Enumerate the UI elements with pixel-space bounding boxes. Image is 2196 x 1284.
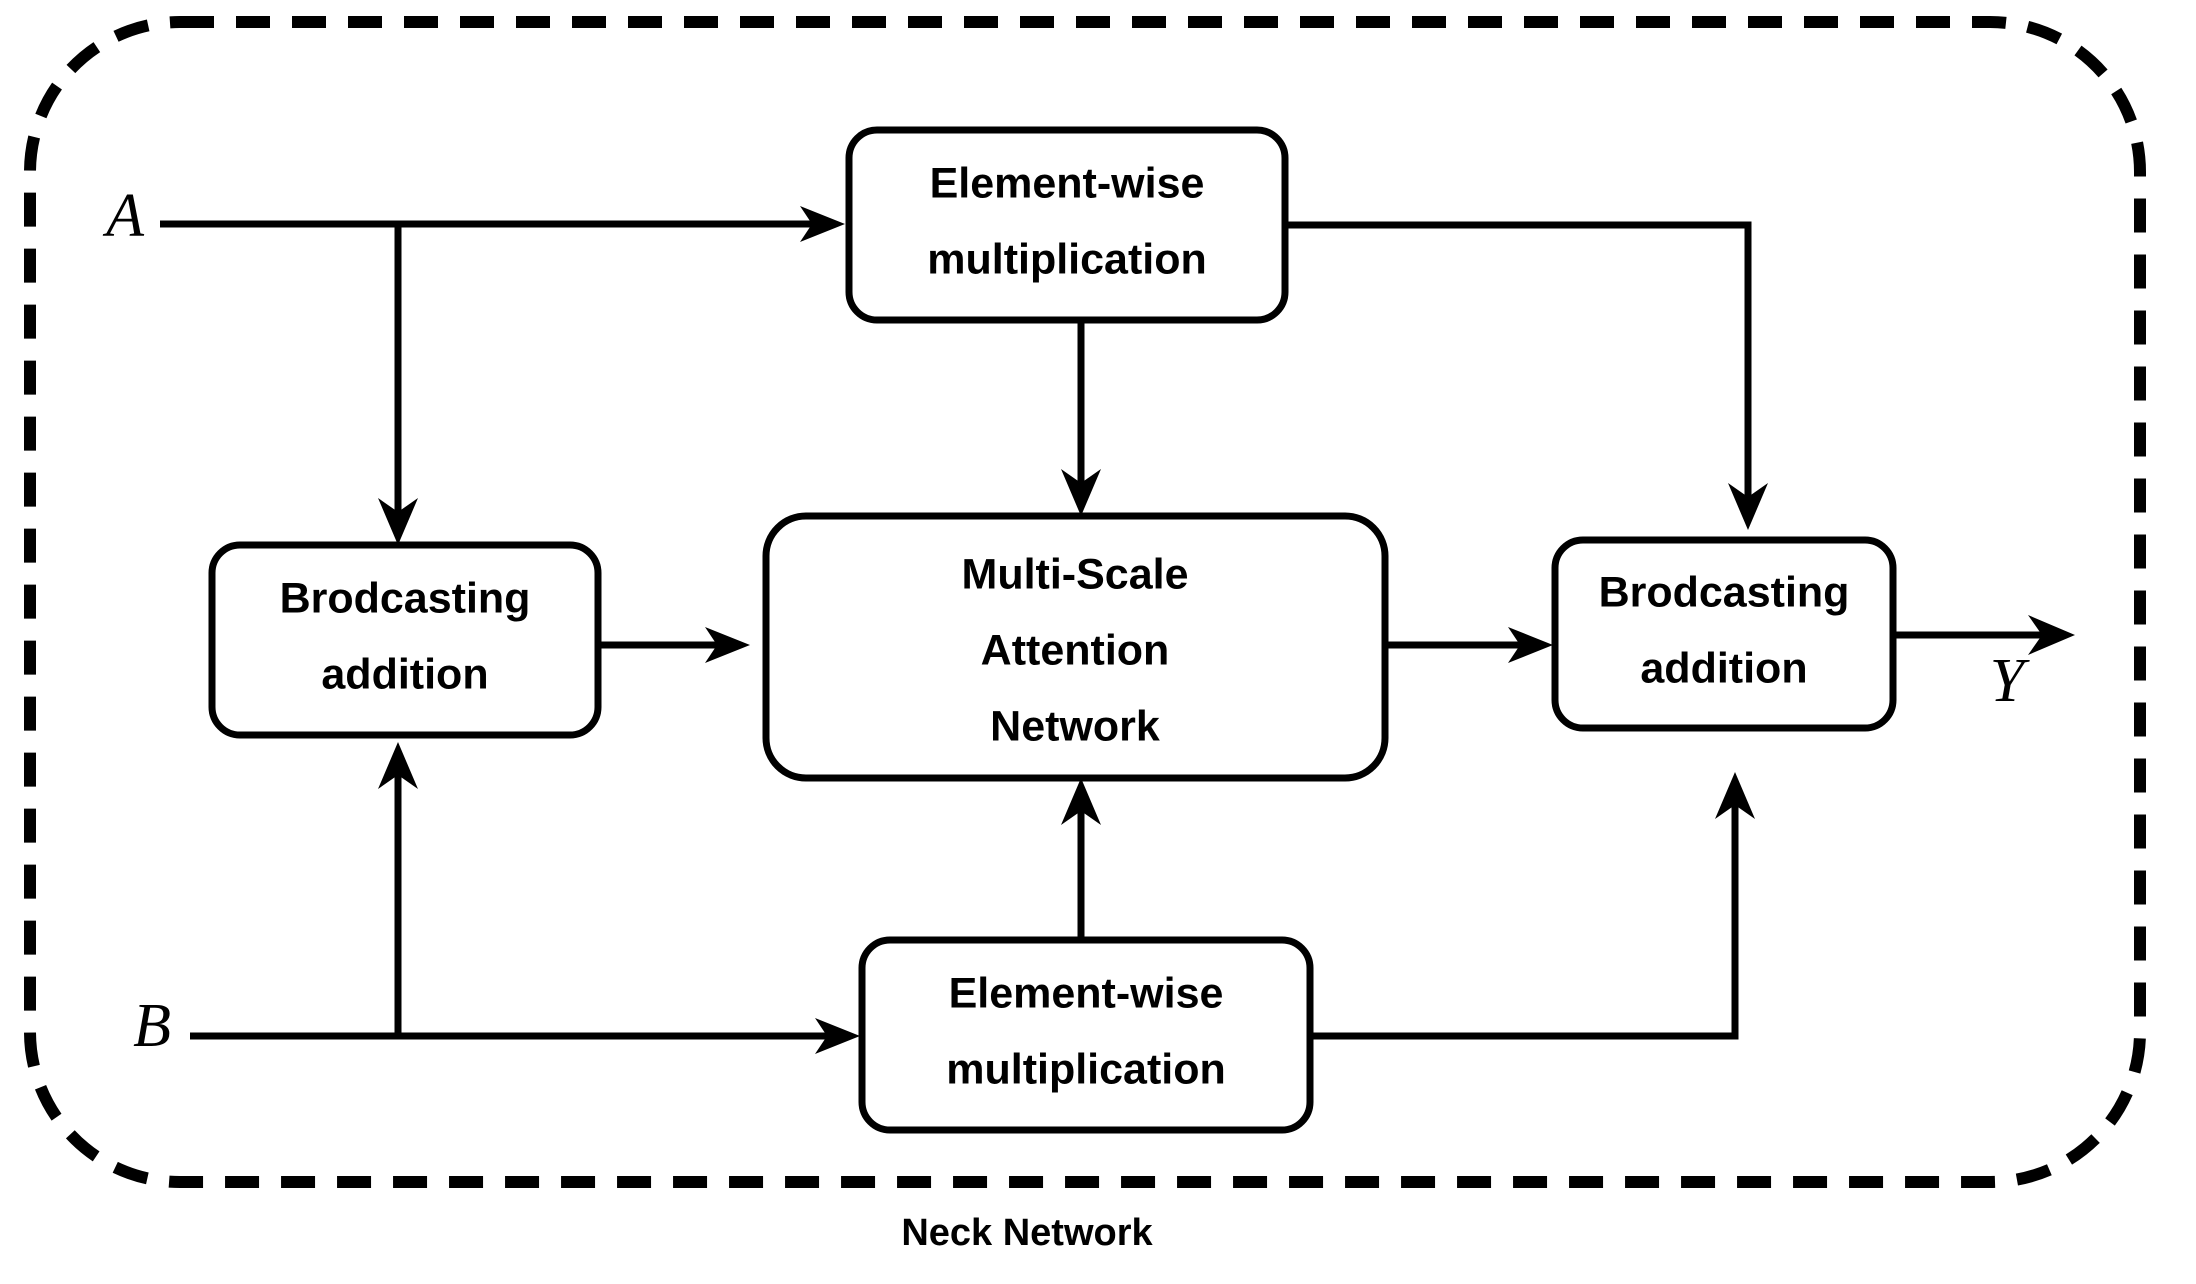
broadcast-add-left-label-line2: addition (321, 650, 488, 698)
node-elemwise-mult-top[interactable]: Element-wise multiplication (845, 126, 1289, 324)
node-broadcast-add-left[interactable]: Brodcasting addition (208, 541, 602, 739)
neck-network-boundary (24, 16, 2146, 1188)
msan-box[interactable] (762, 512, 1389, 782)
edge-b-to-broadcast-add-left (378, 742, 418, 1034)
edge-elemwise-mult-bottom-to-broadcast-add-right (1310, 772, 1755, 1040)
elemwise-mult-top-label-line2: multiplication (927, 235, 1207, 283)
broadcast-add-right-label-line1: Brodcasting (1599, 568, 1850, 616)
broadcast-add-left-box[interactable] (208, 541, 602, 739)
msan-label-line3: Network (990, 702, 1160, 750)
elemwise-mult-top-label-line1: Element-wise (930, 159, 1205, 207)
edge-msan-to-broadcast-add-right (1385, 627, 1553, 663)
elemwise-mult-top-box[interactable] (845, 126, 1289, 324)
broadcast-add-right-box[interactable] (1551, 536, 1897, 732)
msan-label-line1: Multi-Scale (962, 550, 1189, 598)
diagram-caption: Neck Network (901, 1212, 1153, 1254)
input-label-a: A (102, 182, 145, 250)
edge-b-to-elemwise-mult-bottom (190, 1018, 860, 1054)
output-label-y: Y (1990, 647, 2030, 715)
edge-elemwise-mult-bottom-to-msan (1061, 778, 1101, 940)
edge-broadcast-add-left-to-msan (598, 627, 750, 663)
broadcast-add-right-label-line2: addition (1640, 644, 1807, 692)
node-elemwise-mult-bottom[interactable]: Element-wise multiplication (858, 936, 1314, 1134)
edge-broadcast-add-right-to-output (1893, 615, 2075, 655)
elemwise-mult-bottom-box[interactable] (858, 936, 1314, 1134)
msan-label-line2: Attention (981, 626, 1170, 674)
edge-a-to-elemwise-mult-top (160, 206, 845, 242)
elemwise-mult-bottom-label-line1: Element-wise (949, 969, 1224, 1017)
node-msan[interactable]: Multi-Scale Attention Network (762, 512, 1389, 782)
edge-a-to-broadcast-add-left (378, 226, 418, 545)
input-label-b: B (133, 992, 171, 1060)
node-broadcast-add-right[interactable]: Brodcasting addition (1551, 536, 1897, 732)
broadcast-add-left-label-line1: Brodcasting (280, 574, 531, 622)
edge-elemwise-mult-top-to-msan (1061, 320, 1101, 516)
elemwise-mult-bottom-label-line2: multiplication (946, 1045, 1226, 1093)
edge-elemwise-mult-top-to-broadcast-add-right (1285, 221, 1768, 530)
